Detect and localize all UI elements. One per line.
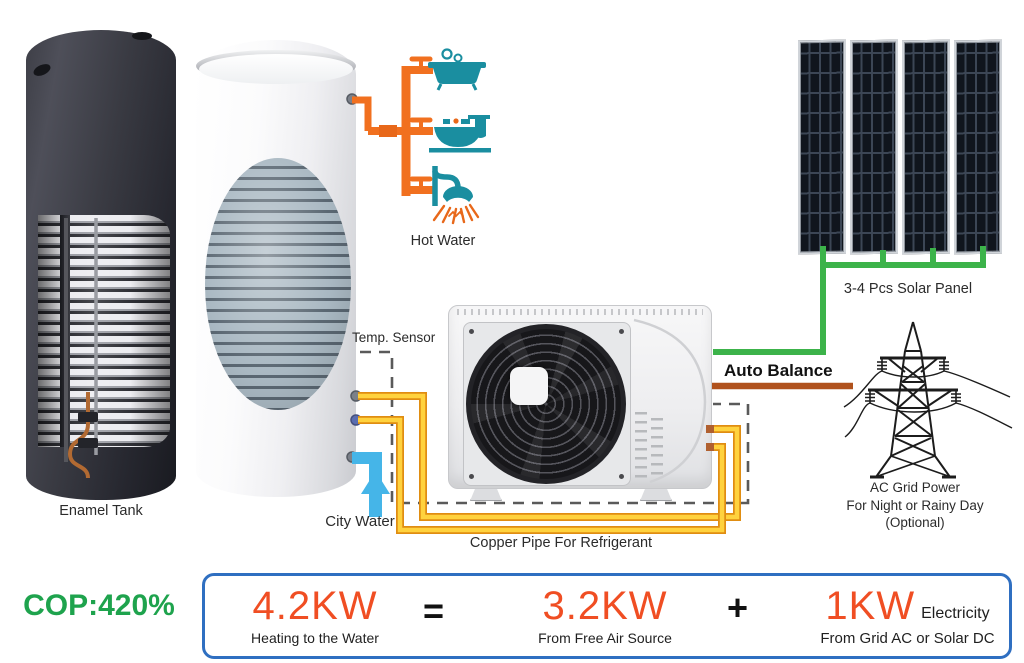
fan-grill-icon (466, 324, 626, 484)
cop-rating: COP:420% (23, 589, 175, 622)
electric-caption: From Grid AC or Solar DC (820, 630, 995, 647)
hot-water-label: Hot Water (410, 233, 476, 249)
air-value: 3.2KW (542, 584, 668, 628)
solar-panel-label: 3-4 Pcs Solar Panel (843, 281, 973, 297)
energy-formula-box: 4.2KW Heating to the Water = 3.2KW From … (202, 573, 1012, 659)
formula-air-source: 3.2KW From Free Air Source (505, 584, 705, 646)
copper-pipe-label: Copper Pipe For Refrigerant (469, 535, 653, 551)
water-tank (196, 40, 356, 497)
heat-pump-unit (448, 305, 712, 489)
valve-icon (409, 56, 433, 192)
result-value: 4.2KW (252, 584, 378, 628)
screw-icon (619, 329, 624, 334)
city-water-label: City Water (325, 513, 395, 530)
side-louvres (635, 412, 647, 478)
ac-grid-line3: (Optional) (885, 515, 945, 530)
tank-inner-coil-shading (205, 158, 351, 410)
solar-wire (713, 246, 986, 355)
air-caption: From Free Air Source (538, 630, 672, 646)
tank-coil-shading (38, 215, 170, 447)
fan-hub (510, 367, 548, 405)
auto-balance-label: Auto Balance (724, 361, 833, 380)
screw-icon (619, 474, 624, 479)
screw-icon (469, 474, 474, 479)
electric-value: 1KW (825, 584, 916, 628)
formula-electricity: 1KW Electricity From Grid AC or Solar DC (790, 584, 1024, 647)
shower-icon (432, 166, 480, 225)
solar-panel (798, 39, 846, 255)
bathtub-icon (428, 48, 486, 91)
city-water-arrow (352, 452, 390, 517)
hot-water-pipes (352, 66, 433, 196)
equals-sign: = (423, 590, 445, 631)
solar-panel (954, 39, 1002, 255)
heat-pump-foot (640, 487, 672, 501)
enamel-tank-label: Enamel Tank (59, 503, 143, 519)
heat-pump-top-vents (457, 309, 703, 315)
tank-top-dome (199, 54, 353, 84)
heat-pump-foot (470, 487, 502, 501)
power-tower-icon (843, 321, 1013, 479)
sink-icon (429, 115, 491, 153)
temp-sensor-label: Temp. Sensor (352, 330, 436, 345)
ac-grid-label: AC Grid Power For Night or Rainy Day (Op… (822, 479, 1008, 532)
ac-grid-line2: For Night or Rainy Day (846, 497, 984, 513)
electric-suffix: Electricity (921, 605, 990, 622)
ac-grid-line1: AC Grid Power (869, 480, 961, 495)
screw-icon (469, 329, 474, 334)
tank-inner-coil (205, 158, 351, 410)
enamel-tank (26, 30, 176, 500)
tank-cutaway-edge (60, 215, 70, 447)
side-louvres (651, 418, 663, 476)
solar-panel (902, 39, 950, 255)
solar-panel (850, 39, 898, 255)
formula-result: 4.2KW Heating to the Water (225, 584, 405, 646)
plus-sign: + (727, 587, 749, 628)
electric-row: 1KW Electricity (790, 584, 1024, 629)
result-caption: Heating to the Water (251, 630, 379, 646)
